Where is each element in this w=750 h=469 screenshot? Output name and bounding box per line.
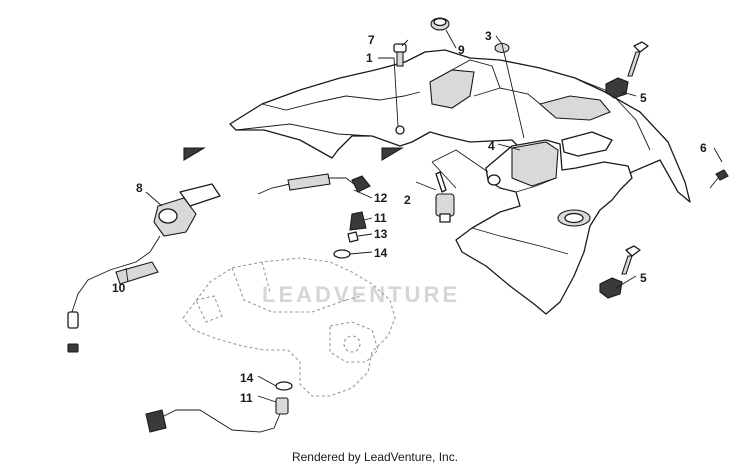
screw-clip-upper xyxy=(605,41,649,99)
callout-11-lower: 11 xyxy=(240,391,253,405)
callout-5-upper: 5 xyxy=(640,91,647,105)
lower-console-panel xyxy=(455,131,633,315)
callout-labels: 1 2 3 4 5 5 6 7 8 9 10 11 11 12 13 14 14 xyxy=(112,29,707,405)
callout-8: 8 xyxy=(136,181,143,195)
callout-2: 2 xyxy=(404,193,411,207)
grommet-part xyxy=(430,17,450,31)
callout-9: 9 xyxy=(458,43,465,57)
ignition-switch-part xyxy=(67,183,221,353)
callout-3: 3 xyxy=(485,29,492,43)
direction-arrow-left xyxy=(183,147,206,161)
callout-7: 7 xyxy=(368,33,375,47)
callout-5-lower: 5 xyxy=(640,271,647,285)
callout-14-lower: 14 xyxy=(240,371,254,385)
direction-arrow-center xyxy=(381,147,404,161)
callout-12: 12 xyxy=(374,191,388,205)
footer-credit: Rendered by LeadVenture, Inc. xyxy=(291,450,459,464)
callout-1: 1 xyxy=(366,51,373,65)
callout-4: 4 xyxy=(488,139,495,153)
bolt-part xyxy=(393,43,407,67)
callout-leaders xyxy=(125,29,723,403)
callout-11-upper: 11 xyxy=(374,211,387,225)
screw-clip-lower xyxy=(599,245,641,299)
toggle-switch-part xyxy=(435,171,455,223)
lamp-cap-part xyxy=(333,211,367,259)
watermark-text: LEADVENTURE xyxy=(262,282,460,307)
lower-harness-part xyxy=(145,381,293,433)
callout-13: 13 xyxy=(374,227,388,241)
cable-spring-part xyxy=(257,173,371,195)
screw-part xyxy=(709,169,729,189)
callout-10: 10 xyxy=(112,281,126,295)
ghost-console xyxy=(182,257,396,397)
callout-6: 6 xyxy=(700,141,707,155)
callout-14-upper: 14 xyxy=(374,246,388,260)
